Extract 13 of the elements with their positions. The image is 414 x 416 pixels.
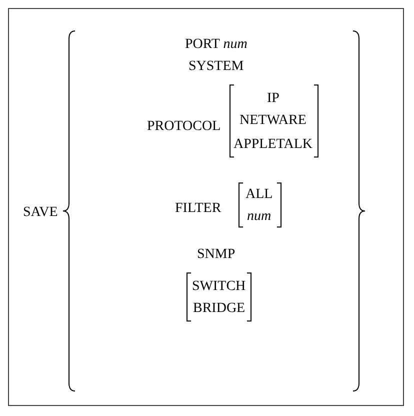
command-keyword: SAVE [23, 205, 58, 221]
syntax-parameter: num [247, 209, 272, 225]
syntax-option: PROTOCOL [147, 119, 221, 135]
syntax-choice: BRIDGE [193, 301, 246, 317]
syntax-choice: ALL [246, 187, 273, 203]
syntax-choice: APPLETALK [234, 137, 312, 153]
syntax-option: PORT num [185, 37, 248, 53]
syntax-choice: NETWARE [240, 113, 306, 129]
syntax-choice: SWITCH [192, 279, 246, 295]
syntax-option: SNMP [197, 247, 236, 263]
syntax-option: FILTER [175, 201, 222, 217]
syntax-option: SYSTEM [188, 59, 244, 75]
syntax-choice: IP [267, 91, 280, 107]
